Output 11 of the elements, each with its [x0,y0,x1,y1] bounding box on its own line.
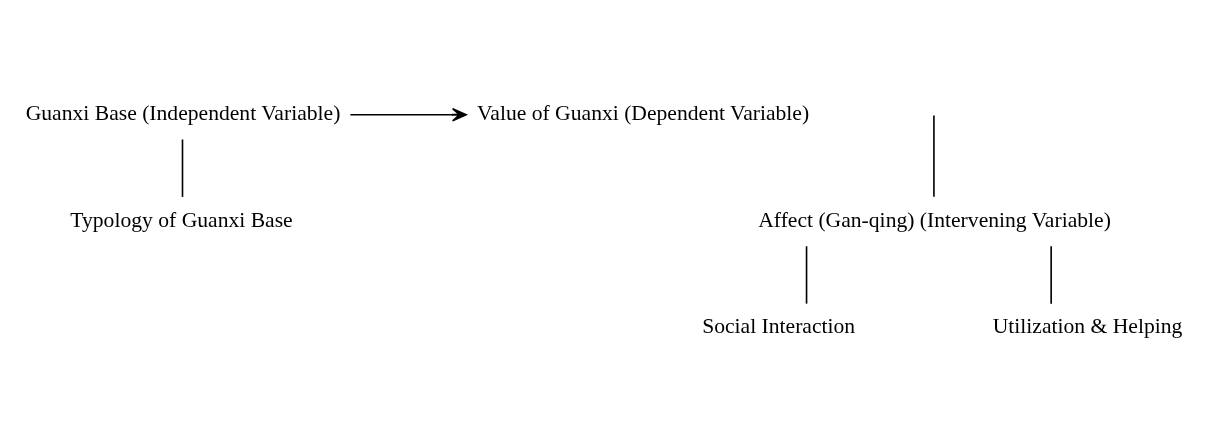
node-text: Utilization & Helping [992,314,1183,339]
node-text: Social Interaction [702,314,856,339]
arrow [349,107,467,122]
connector [805,245,808,305]
node-text: Value of Guanxi (Dependent Variable) [477,100,810,125]
node-text: Guanxi Base (Independent Variable) [25,100,341,125]
node-text: Typology of Guanxi Base [70,207,293,232]
connector [933,114,935,198]
connector [1050,245,1052,305]
connector [181,138,184,198]
node-text: Affect (Gan-qing) (Intervening Variable) [758,207,1111,232]
